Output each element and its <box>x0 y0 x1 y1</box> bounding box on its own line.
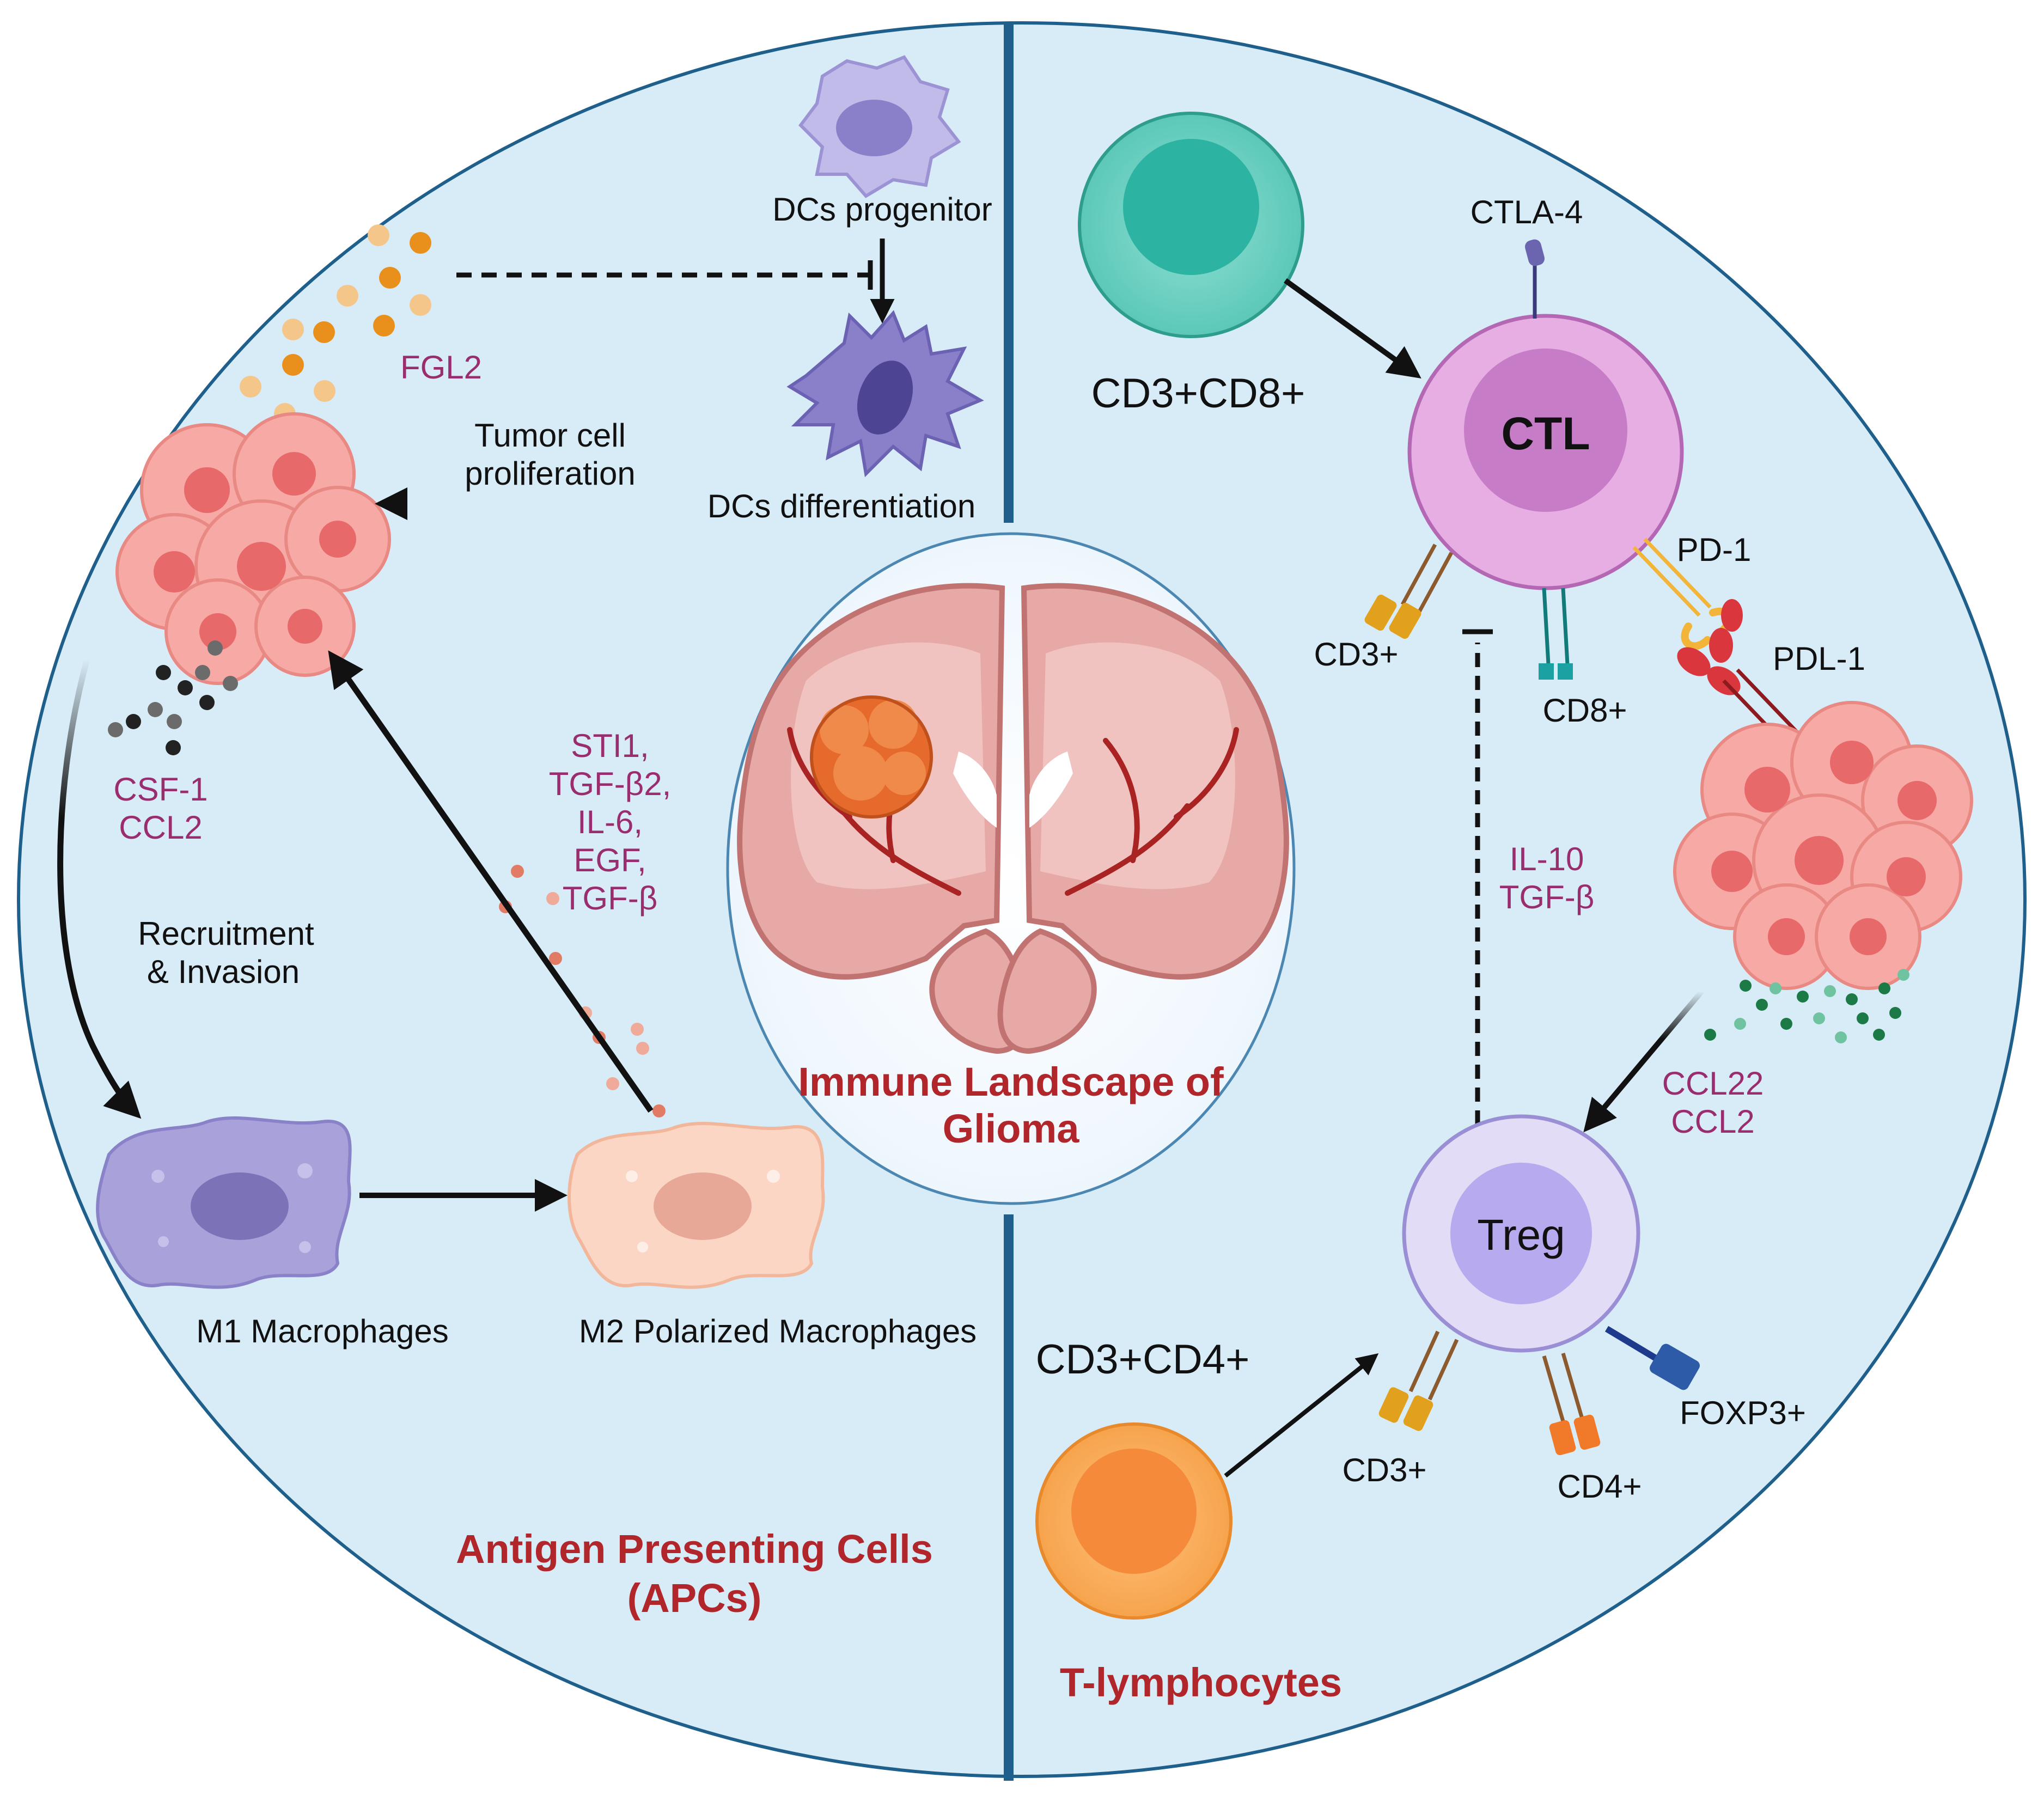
pd1-label: PD-1 <box>1677 532 1752 568</box>
center-title-line1: Immune Landscape of <box>798 1059 1224 1104</box>
tumor-cell-cluster-right <box>1673 701 1973 990</box>
center-title-line2: Glioma <box>943 1106 1080 1151</box>
t-lymphocytes-title: T-lymphocytes <box>1060 1660 1342 1705</box>
treg-label: Treg <box>1477 1211 1565 1259</box>
fgl2-label: FGL2 <box>400 349 482 386</box>
treg-cd4-receptor <box>1542 1353 1601 1456</box>
recruitment-arrow <box>57 658 142 1119</box>
divider-top <box>1004 22 1014 523</box>
ctl-cd3-label: CD3+ <box>1314 636 1398 673</box>
ccl22-ccl2-particles <box>1704 969 1909 1043</box>
ccl2-label-left: CCL2 <box>119 809 202 846</box>
recruitment-label-line1: Recruitment <box>138 915 314 952</box>
m2-macrophage <box>568 1121 825 1289</box>
cd8-t-cell <box>1078 112 1304 338</box>
cd3cd4-label: CD3+CD4+ <box>1036 1336 1250 1383</box>
csf1-ccl2-particles <box>108 640 238 755</box>
treg-suppression-line <box>1462 629 1493 1125</box>
ctl-cd3-receptor <box>1364 543 1454 639</box>
ctla4-label: CTLA-4 <box>1471 194 1583 230</box>
recruitment-label-line2: & Invasion <box>147 954 300 990</box>
m1-label: M1 Macrophages <box>196 1313 449 1349</box>
fgl2-inhibition <box>456 260 873 290</box>
ctl-cell <box>1407 314 1684 590</box>
m2-label: M2 Polarized Macrophages <box>579 1313 977 1349</box>
dc-progenitor-label: DCs progenitor <box>772 191 992 228</box>
ctla4-receptor <box>1524 239 1545 319</box>
brain-icon <box>737 583 1289 1054</box>
tumor-prolif-label-line1: Tumor cell <box>474 417 626 454</box>
m2-factor-5: TGF-β <box>563 880 657 917</box>
m2-to-tumor-arrow <box>328 650 654 1113</box>
m2-factors-list: STI1, TGF-β2, IL-6, EGF, TGF-β <box>549 728 672 917</box>
foxp3-label: FOXP3+ <box>1680 1395 1806 1431</box>
csf1-label: CSF-1 <box>113 771 208 808</box>
cd3cd8-label: CD3+CD8+ <box>1091 370 1305 417</box>
m1-macrophage <box>96 1116 352 1289</box>
cd4-t-cell <box>1035 1422 1232 1620</box>
cd8-to-ctl-arrow <box>1284 278 1421 379</box>
divider-bottom <box>1004 1214 1014 1781</box>
dc-progenitor-cell <box>798 55 961 198</box>
apc-title-line1: Antigen Presenting Cells <box>456 1526 933 1572</box>
ccl2-label-right: CCL2 <box>1671 1103 1754 1140</box>
m2-factor-2: TGF-β2, <box>549 766 672 802</box>
m2-factor-1: STI1, <box>571 728 649 764</box>
m2-factor-3: IL-6, <box>577 804 643 840</box>
dendritic-cell <box>786 310 984 478</box>
m2-factor-4: EGF, <box>573 842 646 878</box>
treg-cd4-label: CD4+ <box>1557 1468 1642 1505</box>
brain-tumor <box>810 695 933 818</box>
fgl2-particles <box>240 224 431 425</box>
foxp3-receptor <box>1604 1325 1700 1390</box>
tumor-prolif-label-line2: proliferation <box>465 455 636 492</box>
ctl-cd8-label: CD8+ <box>1542 692 1627 729</box>
treg-cd3-receptor <box>1378 1330 1459 1431</box>
ccl22-label: CCL22 <box>1662 1065 1764 1102</box>
ctl-cd8-receptor <box>1539 588 1573 680</box>
apc-title-line2: (APCs) <box>627 1575 762 1621</box>
treg-cd3-label: CD3+ <box>1342 1452 1426 1488</box>
tgfb-label-right: TGF-β <box>1499 879 1594 915</box>
cd4-to-treg-arrow <box>1224 1353 1379 1478</box>
il10-label: IL-10 <box>1510 841 1584 877</box>
tumor-cell-cluster <box>115 412 391 685</box>
dc-differentiation-label: DCs differentiation <box>707 488 975 524</box>
ctl-label: CTL <box>1501 408 1590 459</box>
pdl1-label: PDL-1 <box>1773 640 1865 677</box>
tumor-to-treg-arrow <box>1583 989 1704 1133</box>
treg-cell <box>1402 1114 1640 1353</box>
